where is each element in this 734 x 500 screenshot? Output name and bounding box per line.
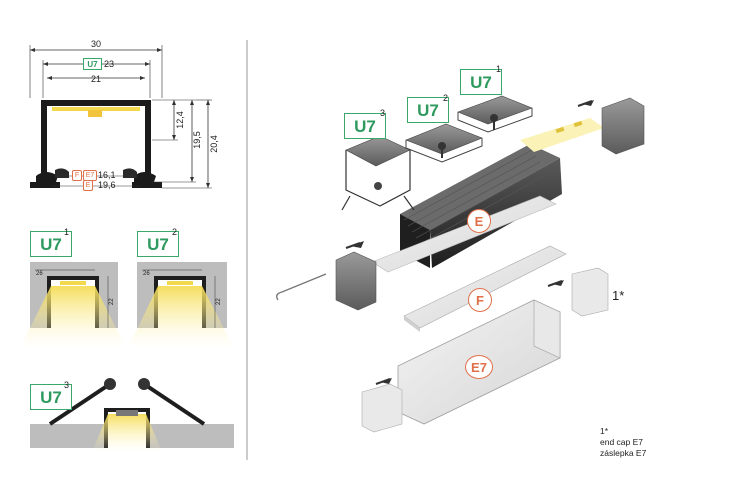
variant1-tag: U7: [30, 231, 72, 257]
variant2-illustration: [128, 262, 234, 348]
dim-19-5: 19,5: [192, 131, 202, 149]
diffuser-f-label: F: [468, 288, 492, 312]
variant3-illustration: [30, 378, 234, 452]
dim-19-6: 19,6: [98, 180, 116, 190]
small-dim-26-b: 26: [143, 271, 150, 277]
footnote-line-1: 1*: [600, 426, 609, 436]
footnote-line-3: záslepka E7: [600, 448, 647, 458]
exploded-tag-3: U7: [344, 113, 386, 139]
variant3-tag: U7: [30, 384, 72, 410]
exploded-tag-1: U7: [460, 69, 502, 95]
dim-e-tag: E: [83, 180, 93, 191]
footnote-line-2: end cap E7: [600, 437, 644, 447]
dim-u7-23-value: 23: [104, 59, 114, 69]
small-dim-26-a: 26: [36, 271, 43, 277]
exploded-tag-1-sup: 1: [496, 64, 502, 74]
diffuser-e-label: E: [467, 209, 491, 233]
exploded-view: [275, 95, 645, 433]
variant1-sup: 1: [64, 227, 70, 237]
dim-f-tag: F: [72, 170, 82, 181]
small-dim-22-a: 22: [109, 298, 115, 305]
small-dim-22-b: 22: [216, 298, 222, 305]
footnote: 1* end cap E7 záslepka E7: [600, 426, 646, 459]
dim-u7-23-tag: U7: [83, 58, 102, 70]
dim-30: 30: [91, 39, 101, 49]
variant1-illustration: [20, 262, 126, 348]
exploded-tag-3-sup: 3: [380, 108, 386, 118]
dim-21: 21: [91, 74, 101, 84]
endcap-ref-label: 1*: [612, 288, 625, 303]
dim-12-4: 12,4: [175, 111, 185, 129]
dim-16-1: 16,1: [98, 170, 116, 180]
exploded-tag-2: U7: [407, 97, 449, 123]
dim-20-4: 20,4: [209, 135, 219, 153]
diffuser-e7-label: E7: [465, 355, 493, 379]
cross-section-drawing: [29, 45, 212, 189]
variant2-sup: 2: [172, 227, 178, 237]
variant2-tag: U7: [137, 231, 179, 257]
exploded-tag-2-sup: 2: [443, 93, 449, 103]
variant3-sup: 3: [64, 380, 70, 390]
